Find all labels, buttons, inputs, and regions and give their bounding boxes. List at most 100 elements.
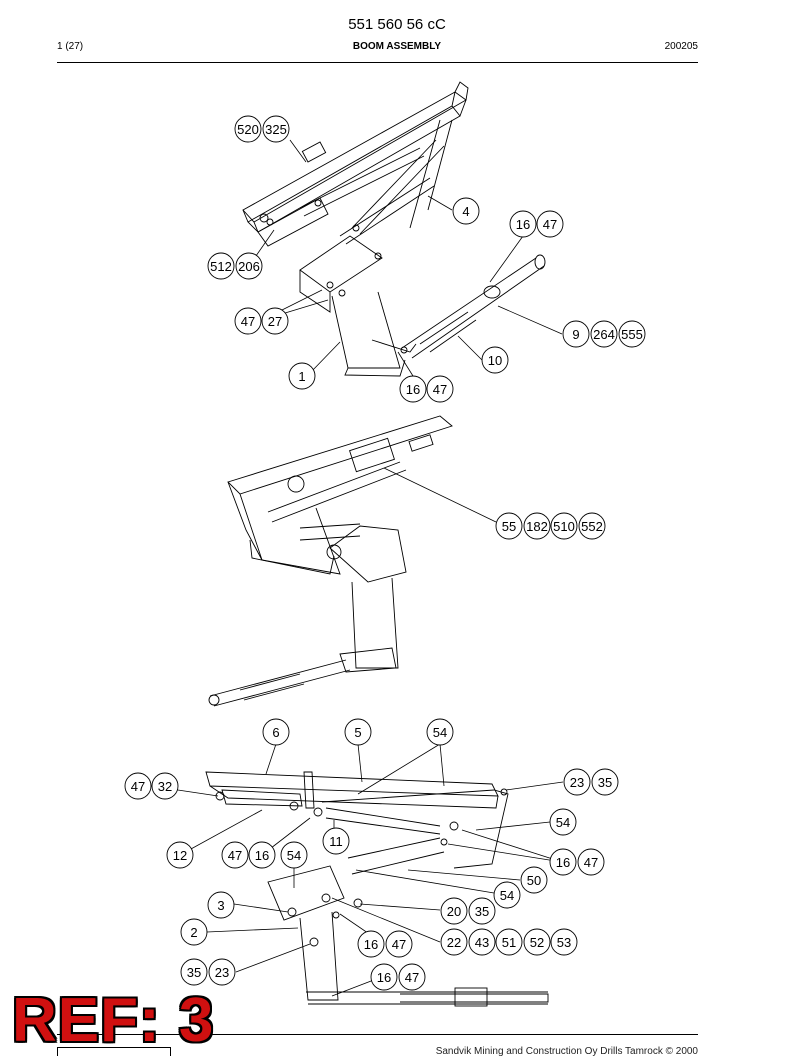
callout-512: 512 — [207, 252, 235, 280]
svg-text:35: 35 — [598, 775, 612, 790]
callout-53: 53 — [550, 928, 578, 956]
callout-16: 16 — [509, 210, 537, 238]
figure-boom-side — [208, 415, 453, 707]
callout-16: 16 — [248, 841, 276, 869]
callout-47: 47 — [536, 210, 564, 238]
callout-47: 47 — [577, 848, 605, 876]
copyright-text: Sandvik Mining and Construction Oy Drill… — [435, 1046, 698, 1057]
callout-27: 27 — [261, 307, 289, 335]
callout-35: 35 — [591, 768, 619, 796]
callout-520: 520 — [234, 115, 262, 143]
svg-text:23: 23 — [215, 965, 229, 980]
callout-35: 35 — [180, 958, 208, 986]
callout-54: 54 — [549, 808, 577, 836]
callout-51: 51 — [495, 928, 523, 956]
callout-1: 1 — [288, 362, 316, 390]
svg-text:16: 16 — [255, 848, 269, 863]
page-indicator: 1 (27) — [57, 41, 84, 52]
svg-text:264: 264 — [593, 327, 615, 342]
callout-16: 16 — [399, 375, 427, 403]
svg-text:3: 3 — [217, 898, 224, 913]
header-rule — [57, 62, 698, 63]
callout-16: 16 — [549, 848, 577, 876]
svg-text:47: 47 — [228, 848, 242, 863]
revision-date: 200205 — [664, 41, 698, 52]
svg-text:54: 54 — [500, 888, 514, 903]
document-number: 551 560 56 cC — [348, 16, 446, 33]
svg-text:6: 6 — [272, 725, 279, 740]
footer-rule — [57, 1034, 698, 1035]
callout-11: 11 — [322, 827, 350, 855]
svg-text:55: 55 — [502, 519, 516, 534]
svg-text:4: 4 — [462, 204, 469, 219]
svg-text:54: 54 — [287, 848, 301, 863]
svg-text:54: 54 — [556, 815, 570, 830]
callout-552: 552 — [578, 512, 606, 540]
callout-325: 325 — [262, 115, 290, 143]
callout-47: 47 — [221, 841, 249, 869]
svg-text:47: 47 — [241, 314, 255, 329]
callout-32: 32 — [151, 772, 179, 800]
svg-text:16: 16 — [516, 217, 530, 232]
callout-6: 6 — [262, 718, 290, 746]
svg-text:510: 510 — [553, 519, 575, 534]
figure-boom-top — [242, 81, 546, 377]
svg-text:35: 35 — [475, 904, 489, 919]
callout-16: 16 — [357, 930, 385, 958]
svg-text:51: 51 — [502, 935, 516, 950]
svg-text:43: 43 — [475, 935, 489, 950]
svg-text:53: 53 — [557, 935, 571, 950]
leader-lines — [150, 139, 564, 997]
ref-stamp: REF: 3 — [12, 986, 215, 1055]
svg-text:47: 47 — [405, 970, 419, 985]
callout-54: 54 — [426, 718, 454, 746]
svg-text:35: 35 — [187, 965, 201, 980]
svg-text:27: 27 — [268, 314, 282, 329]
svg-text:47: 47 — [584, 855, 598, 870]
callout-16: 16 — [370, 963, 398, 991]
callout-264: 264 — [590, 320, 618, 348]
callout-555: 555 — [618, 320, 646, 348]
callout-47: 47 — [398, 963, 426, 991]
callout-206: 206 — [235, 252, 263, 280]
svg-text:5: 5 — [354, 725, 361, 740]
svg-text:9: 9 — [572, 327, 579, 342]
svg-text:2: 2 — [190, 925, 197, 940]
svg-text:52: 52 — [530, 935, 544, 950]
callout-52: 52 — [523, 928, 551, 956]
svg-text:206: 206 — [238, 259, 260, 274]
callout-47: 47 — [124, 772, 152, 800]
svg-text:47: 47 — [543, 217, 557, 232]
callout-23: 23 — [563, 768, 591, 796]
callout-22: 22 — [440, 928, 468, 956]
svg-text:16: 16 — [377, 970, 391, 985]
callout-9: 9 — [562, 320, 590, 348]
svg-text:12: 12 — [173, 848, 187, 863]
callout-47: 47 — [385, 930, 413, 958]
callout-35: 35 — [468, 897, 496, 925]
callout-5: 5 — [344, 718, 372, 746]
svg-text:22: 22 — [447, 935, 461, 950]
company-logo — [57, 1047, 171, 1056]
svg-text:23: 23 — [570, 775, 584, 790]
svg-text:20: 20 — [447, 904, 461, 919]
callout-50: 50 — [520, 866, 548, 894]
callout-12: 12 — [166, 841, 194, 869]
callout-43: 43 — [468, 928, 496, 956]
callout-4: 4 — [452, 197, 480, 225]
svg-text:10: 10 — [488, 353, 502, 368]
callout-2: 2 — [180, 918, 208, 946]
callout-47: 47 — [234, 307, 262, 335]
svg-text:32: 32 — [158, 779, 172, 794]
svg-text:552: 552 — [581, 519, 603, 534]
callout-20: 20 — [440, 897, 468, 925]
svg-text:325: 325 — [265, 122, 287, 137]
svg-text:16: 16 — [556, 855, 570, 870]
svg-text:16: 16 — [406, 382, 420, 397]
svg-text:11: 11 — [329, 834, 343, 849]
svg-text:1: 1 — [298, 369, 305, 384]
callout-10: 10 — [481, 346, 509, 374]
callout-182: 182 — [523, 512, 551, 540]
svg-text:50: 50 — [527, 873, 541, 888]
svg-text:47: 47 — [433, 382, 447, 397]
